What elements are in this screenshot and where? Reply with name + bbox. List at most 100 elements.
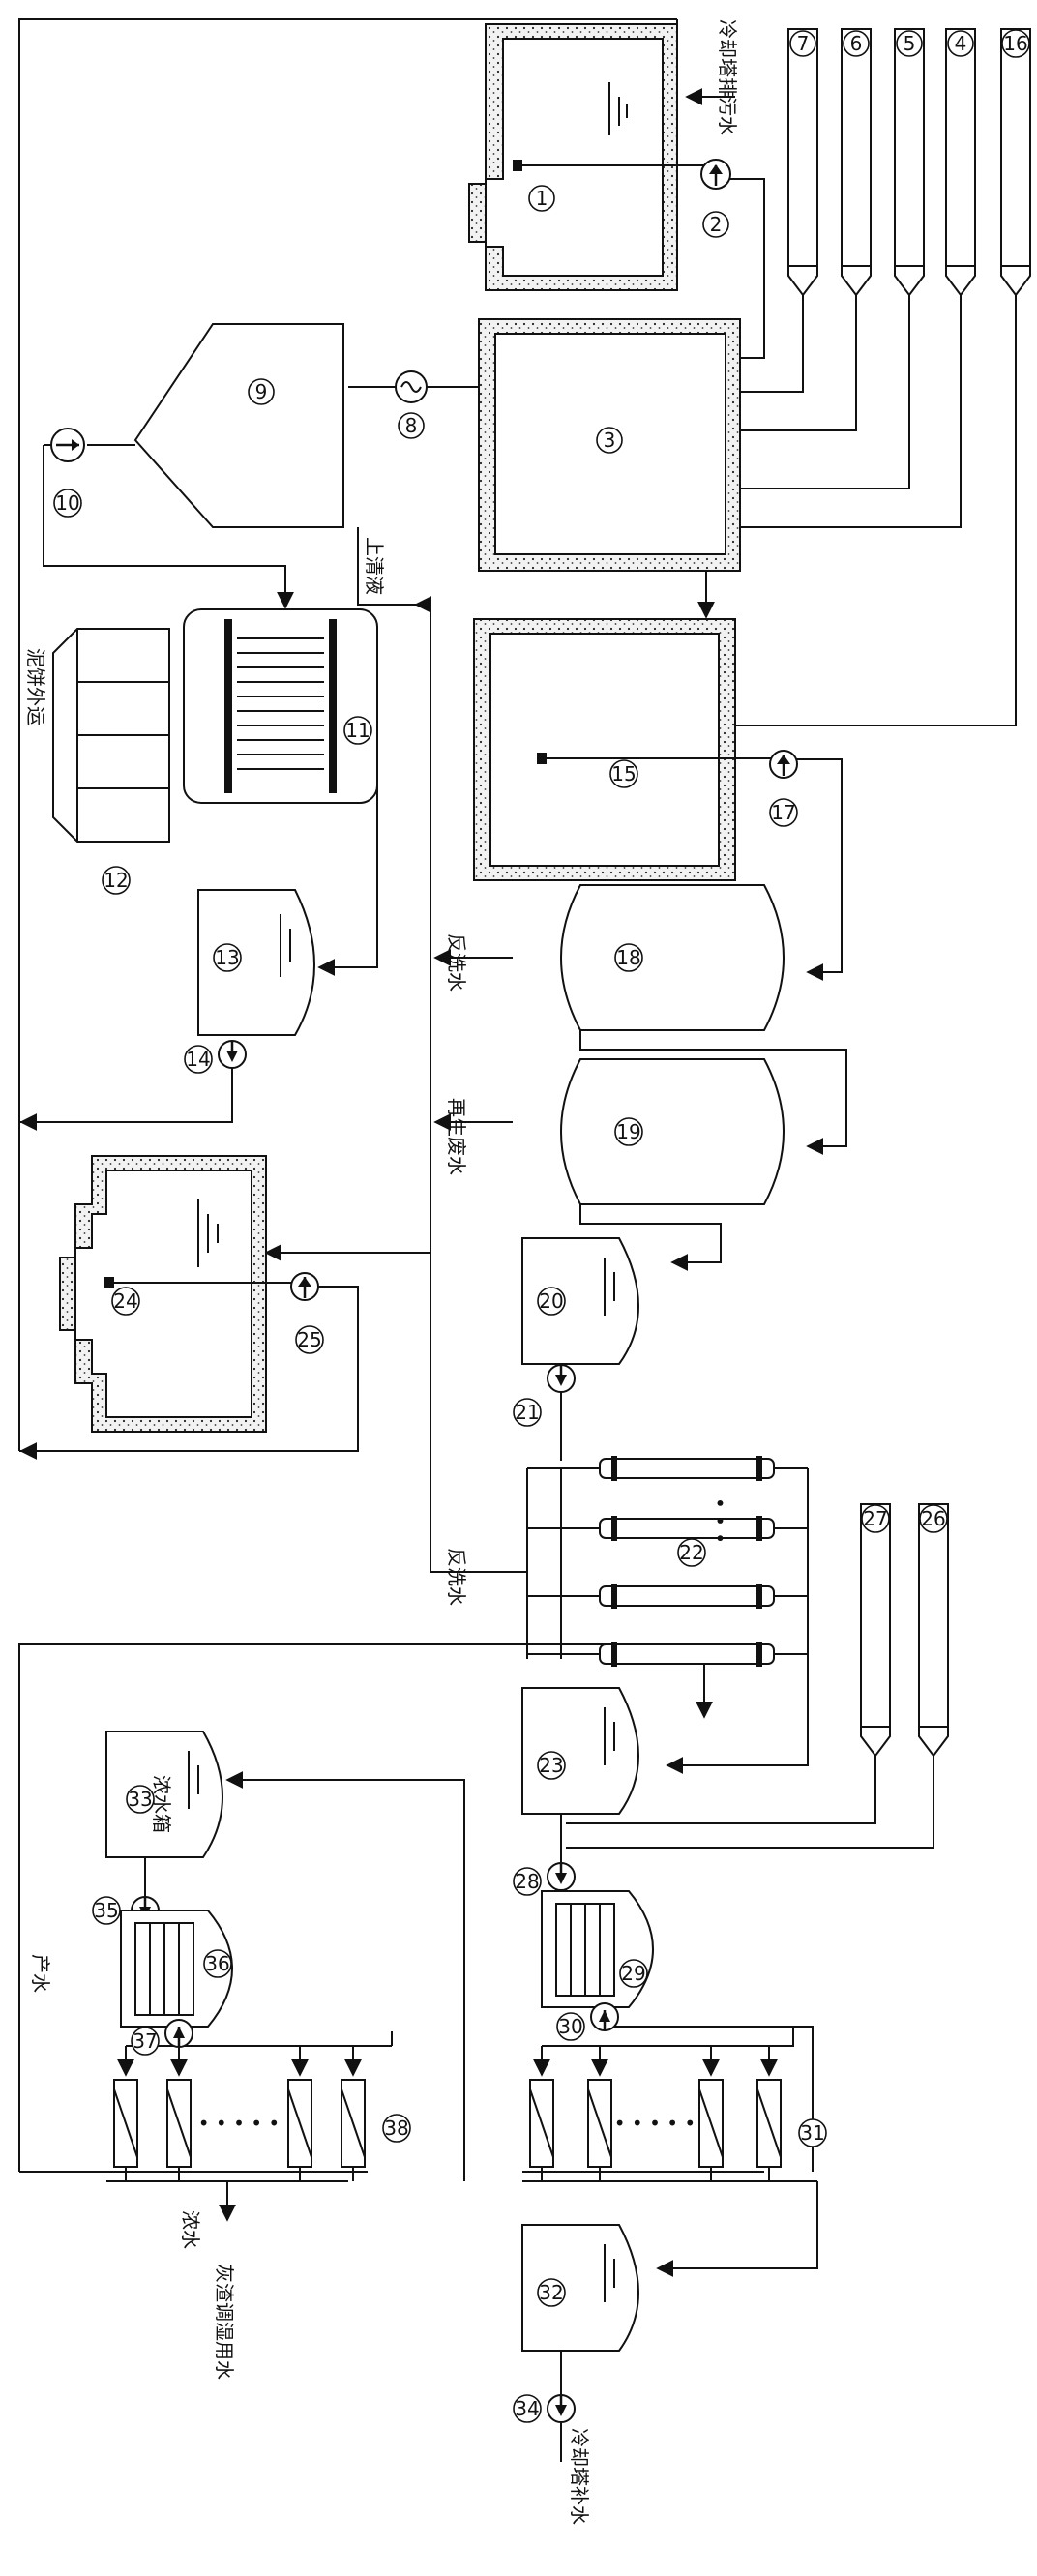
tank-20: [521, 1237, 639, 1393]
sludge-hopper-12: [52, 628, 170, 843]
svg-text:19: 19: [616, 1120, 640, 1143]
callout-14: 14: [184, 1045, 213, 1074]
dosing-tanks-27-26: [860, 1503, 949, 1758]
label-concentrate-tank: 浓水箱: [150, 1775, 173, 1833]
tank-32: [521, 2224, 639, 2423]
svg-text:14: 14: [186, 1048, 210, 1071]
svg-text:12: 12: [104, 869, 128, 892]
flow-labels: 冷却塔排污水 上清液 泥饼外运 反洗水 再生废水 反洗水 产水 浓水 灰渣调湿用…: [24, 19, 739, 2525]
dosing-tanks-top: [787, 28, 1031, 297]
svg-text:11: 11: [345, 719, 370, 742]
callout-32: 32: [537, 2278, 566, 2307]
callout-19: 19: [614, 1117, 643, 1146]
svg-text:6: 6: [850, 32, 863, 55]
blowdown-pool-1: [468, 23, 731, 291]
ro38-more-dots: • • • • •: [198, 2112, 280, 2135]
callout-22: 22: [677, 1538, 706, 1567]
label-cooling-makeup: 冷却塔补水: [568, 2428, 591, 2525]
uf-more-dots: • • •: [708, 1497, 731, 1544]
label-cooling-tower-blowdown: 冷却塔排污水: [716, 19, 739, 135]
svg-text:5: 5: [904, 32, 916, 55]
label-regen-waste: 再生废水: [445, 1098, 468, 1175]
callout-8: 8: [398, 412, 425, 439]
ro-array-31: [529, 2079, 782, 2181]
callout-10: 10: [53, 489, 82, 518]
pool-24: [59, 1155, 319, 1433]
svg-text:9: 9: [255, 380, 268, 403]
pump-10: [43, 428, 85, 462]
filter-press-11: [183, 608, 378, 804]
svg-text:2: 2: [710, 213, 723, 236]
callout-23: 23: [537, 1751, 566, 1780]
callout-30: 30: [556, 2012, 585, 2041]
callout-31: 31: [798, 2118, 827, 2147]
svg-text:17: 17: [771, 801, 795, 824]
callout-18: 18: [614, 943, 643, 972]
svg-text:38: 38: [384, 2117, 408, 2140]
svg-text:22: 22: [679, 1541, 703, 1564]
svg-text:33: 33: [128, 1788, 152, 1811]
callout-16: 16: [1001, 29, 1030, 58]
svg-text:7: 7: [797, 32, 810, 55]
svg-text:25: 25: [297, 1328, 321, 1351]
ro-array-38: [113, 2079, 366, 2181]
svg-text:23: 23: [539, 1754, 563, 1777]
svg-text:34: 34: [515, 2397, 539, 2420]
tank-13: [197, 889, 315, 1069]
pump-8: [395, 370, 428, 403]
callout-37: 37: [131, 2027, 160, 2056]
callout-15: 15: [609, 759, 638, 788]
callout-34: 34: [513, 2394, 542, 2423]
filter-vessel-18: [560, 884, 785, 1031]
clarifier-9: [133, 323, 344, 528]
callout-28: 28: [513, 1867, 542, 1896]
svg-text:21: 21: [515, 1401, 539, 1424]
label-ash-dust-water: 灰渣调湿用水: [213, 2264, 236, 2380]
svg-text:37: 37: [133, 2029, 157, 2053]
label-product-water: 产水: [29, 1954, 52, 1993]
callout-12: 12: [102, 866, 131, 895]
callout-11: 11: [343, 716, 372, 745]
svg-text:18: 18: [616, 946, 640, 969]
tank-23: [521, 1687, 639, 1891]
svg-text:3: 3: [604, 429, 616, 452]
callout-38: 38: [382, 2114, 411, 2143]
cartridge-filter-36: [120, 1910, 233, 2048]
svg-text:30: 30: [558, 2015, 582, 2038]
label-backwash-1: 反洗水: [445, 933, 468, 992]
callout-26: 26: [919, 1504, 948, 1533]
svg-text:27: 27: [863, 1507, 887, 1530]
callout-5: 5: [896, 30, 923, 57]
callout-25: 25: [295, 1325, 324, 1354]
callout-33: 33: [126, 1785, 155, 1814]
svg-text:26: 26: [921, 1507, 945, 1530]
svg-text:28: 28: [515, 1870, 539, 1893]
ro31-more-dots: • • • • •: [614, 2112, 696, 2135]
callout-17: 17: [769, 798, 798, 827]
callout-13: 13: [213, 943, 242, 972]
callout-21: 21: [513, 1398, 542, 1427]
tank-15: [473, 618, 798, 881]
svg-text:20: 20: [539, 1289, 563, 1313]
label-supernatant: 上清液: [363, 537, 386, 595]
equipment-callouts: 1 2 7 6 5 4 16 3 8 9 10 11 12 13 14 15 1…: [53, 29, 1030, 2423]
uf-modules-22: [599, 1456, 775, 1667]
label-backwash-2: 反洗水: [445, 1548, 468, 1606]
callout-29: 29: [619, 1959, 648, 1988]
svg-text:36: 36: [205, 1952, 229, 1975]
svg-text:1: 1: [536, 187, 548, 210]
svg-text:31: 31: [800, 2121, 824, 2145]
callout-7: 7: [789, 30, 816, 57]
callout-35: 35: [92, 1896, 121, 1925]
label-sludge-out: 泥饼外运: [24, 648, 47, 725]
svg-text:4: 4: [955, 32, 967, 55]
callout-24: 24: [111, 1287, 140, 1316]
callout-6: 6: [843, 30, 870, 57]
svg-text:29: 29: [621, 1962, 645, 1985]
svg-text:15: 15: [611, 762, 636, 785]
callout-2: 2: [702, 211, 729, 238]
svg-text:10: 10: [55, 491, 79, 515]
filter-vessel-19: [560, 1058, 785, 1205]
